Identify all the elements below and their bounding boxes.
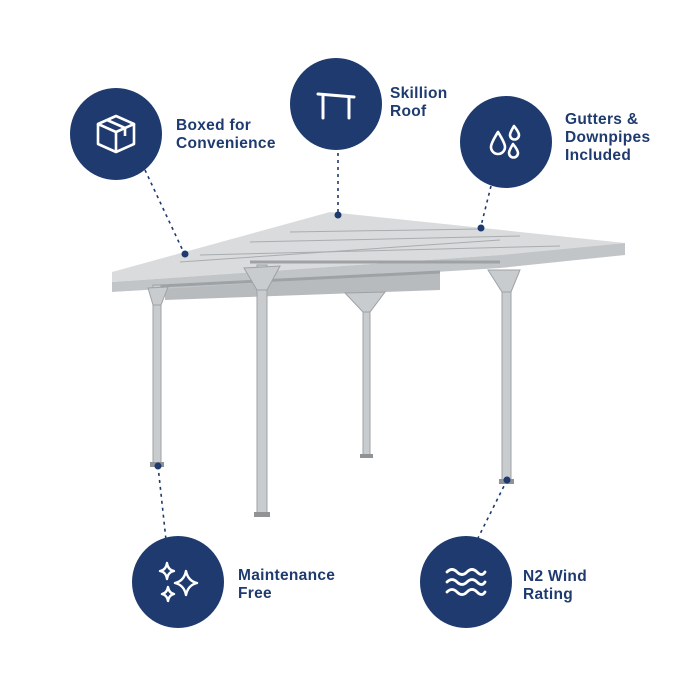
braces [147,265,521,313]
feature-skillion-line1: Skillion [390,85,448,102]
feature-maintenance-line2: Free [238,585,272,602]
feature-skillion-line2: Roof [390,103,427,120]
feature-boxed-badge [70,88,162,180]
leader-maintenance [157,465,167,541]
feature-wind-label: N2 Wind Rating [523,568,587,604]
feature-maintenance-badge [132,536,224,628]
leader-gutters [480,185,492,227]
post-right-front [501,269,512,483]
roof-fascia [112,243,625,292]
feature-boxed-line1: Boxed for [176,117,252,134]
feature-maintenance-label: Maintenance Free [238,567,335,603]
roof-purlins [179,228,561,263]
leader-boxed [144,169,185,254]
feature-skillion-badge [290,58,382,150]
leader-dots [154,211,511,484]
skillion-roof-icon [312,80,360,128]
post-center-front [256,264,268,516]
feature-gutters-label: Gutters & Downpipes Included [565,111,650,165]
roof-rafters [159,260,500,288]
feature-wind-line1: N2 Wind [523,568,587,585]
feature-gutters-line3: Included [565,147,632,164]
feature-gutters-badge [460,96,552,188]
post-center-back [362,294,371,458]
feature-boxed-label: Boxed for Convenience [176,117,276,153]
feature-skillion-label: Skillion Roof [390,85,448,121]
wind-waves-icon [441,557,491,607]
feature-boxed-line2: Convenience [176,135,276,152]
feature-maintenance-line1: Maintenance [238,567,336,584]
leader-lines [144,146,508,541]
roof-top [112,212,625,282]
water-drops-icon [482,118,530,166]
carport [112,212,625,517]
post-left-front [152,284,162,466]
sparkle-icon [153,557,203,607]
base-plates [150,454,514,517]
leader-wind [476,479,508,541]
feature-gutters-line1: Gutters & [565,111,639,128]
feature-gutters-line2: Downpipes [565,129,651,146]
box-icon [92,110,140,158]
posts [152,264,512,516]
feature-wind-line2: Rating [523,586,574,603]
feature-wind-badge [420,536,512,628]
